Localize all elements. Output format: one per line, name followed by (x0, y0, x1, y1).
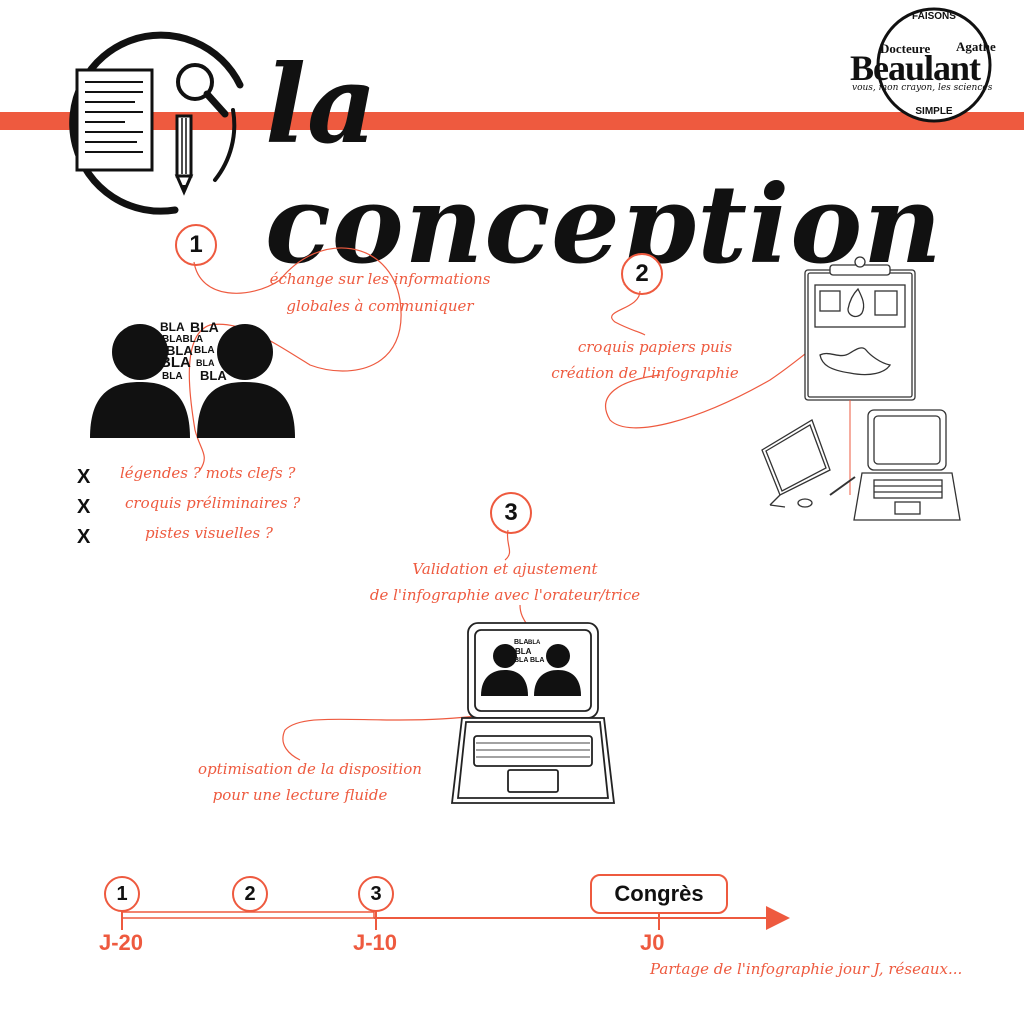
clipboard-icon (804, 256, 916, 401)
timeline-label-j10: J-10 (353, 930, 398, 955)
step-3-note2-line2: pour une lecture fluide (212, 786, 388, 804)
document-icon (75, 68, 154, 172)
header-icon (69, 31, 244, 215)
timeline-marker-3: 3 (358, 876, 394, 912)
bla-word: BLA (160, 320, 185, 334)
bla-word: BLA (194, 345, 215, 356)
arrow-head-icon (766, 906, 790, 930)
timeline-label-j0: J0 (640, 930, 665, 955)
timeline-marker-1: 1 (104, 876, 140, 912)
magnifier-icon (176, 63, 229, 118)
logo-circle (876, 7, 992, 123)
bla-word: BLA (515, 647, 532, 656)
timeline-event-box: Congrès (590, 874, 728, 914)
logo-small-right: Agathe (956, 39, 996, 54)
page-title: la conception (265, 42, 943, 288)
laptop-icon (853, 409, 961, 521)
tablet-icon (761, 419, 856, 508)
logo-bottom-text: SIMPLE (915, 106, 953, 117)
step-2-note-line1: croquis papiers puis (577, 338, 733, 356)
bla-word: BLA (160, 354, 191, 371)
x-mark-icon: X (77, 466, 91, 488)
bla-word: BLA (514, 657, 529, 664)
step-2-badge: 2 (621, 253, 663, 295)
checklist-text: légendes ? mots clefs ? (120, 464, 296, 482)
x-mark-icon: X (77, 526, 91, 548)
two-people-icon (90, 324, 295, 438)
bla-word: BLABLA (162, 334, 204, 345)
checklist-text: croquis préliminaires ? (125, 494, 301, 512)
brand-logo: FAISONS Docteure Agathe Beaulant vous, m… (844, 5, 1024, 125)
logo-tagline: vous, mon crayon, les sciences (852, 83, 993, 93)
logo-small-left: Docteure (880, 41, 931, 56)
step-1-checklist: X légendes ? mots clefs ? X croquis prél… (75, 462, 335, 552)
bla-bubble-small: BLA BLA BLA BLA BLA (514, 639, 545, 670)
video-call-laptop-illustration (450, 622, 616, 804)
timeline-marker-2: 2 (232, 876, 268, 912)
step-3-note2-line1: optimisation de la disposition (198, 760, 422, 778)
step-1-note-line2: globales à communiquer (286, 297, 474, 315)
step-3-badge: 3 (490, 492, 532, 534)
step-3-note-line1: Validation et ajustement (412, 560, 598, 578)
bla-word: BLA (166, 343, 193, 358)
step-1-badge: 1 (175, 224, 217, 266)
checklist-item: X légendes ? mots clefs ? (75, 462, 335, 492)
step-2-note-line2: création de l'infographie (551, 364, 739, 382)
bla-word: BLA (200, 368, 227, 383)
step-1-note-line1: échange sur les informations (269, 270, 491, 288)
logo-top-text: FAISONS (912, 11, 956, 22)
bla-bubble: BLA BLA BLABLA BLA BLA BLA BLA BLA BLA (160, 319, 227, 382)
bla-word: BLA (528, 640, 541, 646)
bla-word: BLA (190, 319, 219, 335)
bla-word: BLA (530, 657, 545, 664)
timeline-event-label: Congrès (614, 881, 704, 906)
bla-word: BLA (162, 371, 183, 382)
bla-word: BLA (196, 358, 215, 368)
step-3-note-line2: de l'infographie avec l'orateur/trice (369, 586, 641, 604)
pencil-icon (174, 114, 194, 196)
checklist-text: pistes visuelles ? (145, 524, 273, 542)
x-mark-icon: X (77, 496, 91, 518)
logo-name: Beaulant (850, 48, 981, 88)
timeline-label-j20: J-20 (99, 930, 144, 955)
timeline-caption: Partage de l'infographie jour J, réseaux… (650, 960, 963, 978)
checklist-item: X croquis préliminaires ? (75, 492, 335, 522)
header-stripe (0, 112, 1024, 130)
clipboard-tablet-laptop-illustration (761, 256, 961, 521)
bla-word: BLA (514, 639, 529, 646)
checklist-item: X pistes visuelles ? (75, 522, 335, 552)
